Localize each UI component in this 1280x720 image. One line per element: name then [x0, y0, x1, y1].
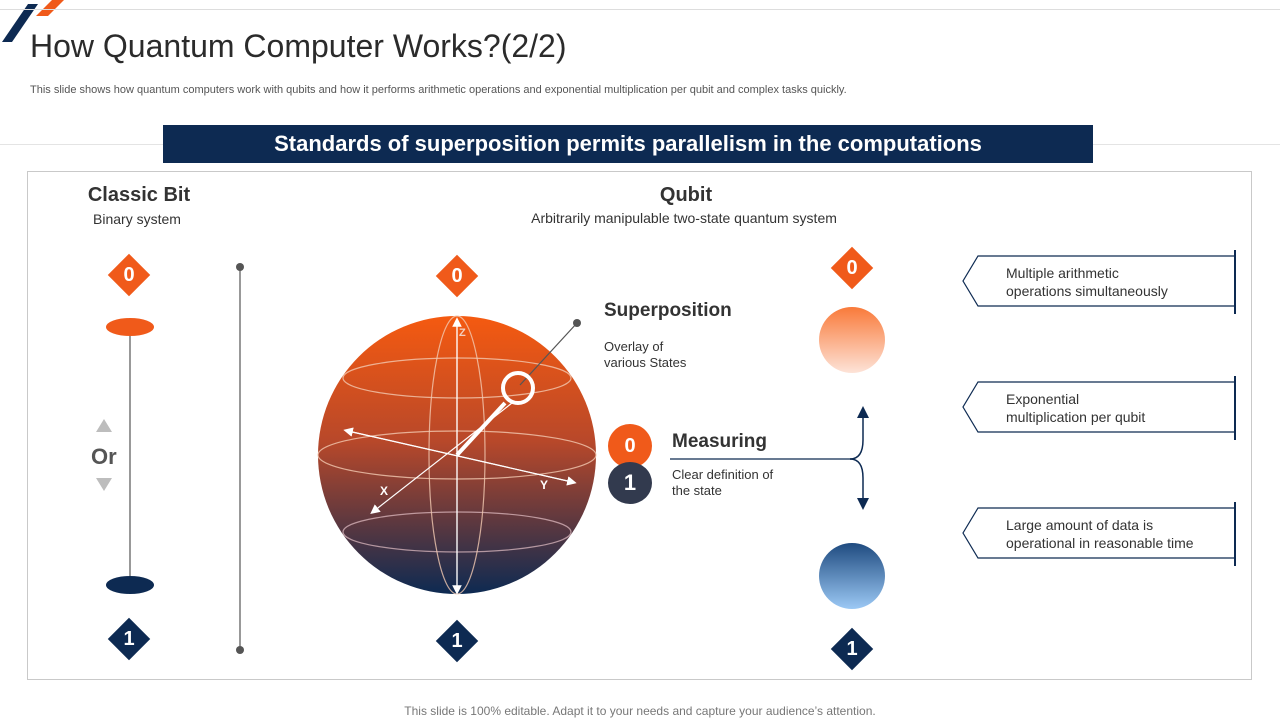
- z-axis-label: Z: [459, 327, 466, 339]
- callout-1-line-1: Multiple arithmetic: [1006, 265, 1119, 281]
- x-axis-label: X: [380, 484, 389, 498]
- superposition-line-2: various States: [604, 355, 687, 370]
- measuring-description: Clear definition of the state: [672, 467, 773, 499]
- callout-3-line-1: Large amount of data is: [1006, 517, 1154, 533]
- measuring-zero-label: 0: [624, 434, 636, 457]
- callout-3: Large amount of data is operational in r…: [1006, 516, 1194, 552]
- up-arrow-icon: [96, 419, 112, 432]
- measurement-branch: [670, 406, 869, 510]
- qubit-zero-label: 0: [451, 264, 463, 287]
- down-arrow-icon: [96, 478, 112, 491]
- callout-shapes: [962, 250, 1236, 566]
- or-label: Or: [91, 444, 117, 469]
- footer-note: This slide is 100% editable. Adapt it to…: [404, 704, 876, 718]
- qubit-one-label: 1: [451, 629, 463, 652]
- measuring-one-label: 1: [623, 470, 637, 495]
- y-axis-label: Y: [540, 478, 549, 492]
- superposition-line-1: Overlay of: [604, 339, 664, 354]
- column-divider: [236, 263, 244, 654]
- classic-bit-graphic: [96, 318, 154, 594]
- top-rule: [0, 9, 1280, 10]
- measuring-zero-circle: 0: [608, 424, 652, 468]
- classic-zero-label: 0: [123, 263, 135, 286]
- classic-bit-subheading: Binary system: [93, 211, 181, 227]
- callout-3-line-2: operational in reasonable time: [1006, 535, 1194, 551]
- superposition-heading: Superposition: [604, 300, 732, 321]
- state-one-label: 1: [846, 637, 858, 660]
- superposition-description: Overlay of various States: [604, 339, 686, 371]
- callout-1: Multiple arithmetic operations simultane…: [1006, 264, 1168, 300]
- page-title: How Quantum Computer Works?(2/2): [30, 28, 567, 64]
- state-zero-sphere: [819, 307, 885, 373]
- classic-bit-heading: Classic Bit: [87, 184, 191, 206]
- page-subtitle: This slide shows how quantum computers w…: [30, 84, 847, 96]
- state-one-sphere: [819, 543, 885, 609]
- callout-2: Exponential multiplication per qubit: [1006, 390, 1145, 426]
- callout-2-line-1: Exponential: [1006, 391, 1080, 407]
- qubit-subheading: Arbitrarily manipulable two-state quantu…: [531, 210, 837, 226]
- corner-logo: [2, 0, 64, 42]
- bloch-sphere: [317, 315, 597, 595]
- state-zero-label: 0: [846, 256, 858, 279]
- banner: Standards of superposition permits paral…: [163, 125, 1093, 163]
- diagram-frame: [27, 171, 1252, 680]
- qubit-heading: Qubit: [659, 184, 713, 206]
- measuring-line-2: the state: [672, 483, 722, 498]
- callout-2-line-2: multiplication per qubit: [1006, 409, 1146, 425]
- classic-one-label: 1: [123, 627, 135, 650]
- measuring-line-1: Clear definition of: [672, 467, 774, 482]
- callout-1-line-2: operations simultaneously: [1006, 283, 1168, 299]
- measuring-one-circle: 1: [608, 462, 652, 504]
- measuring-heading: Measuring: [672, 431, 768, 452]
